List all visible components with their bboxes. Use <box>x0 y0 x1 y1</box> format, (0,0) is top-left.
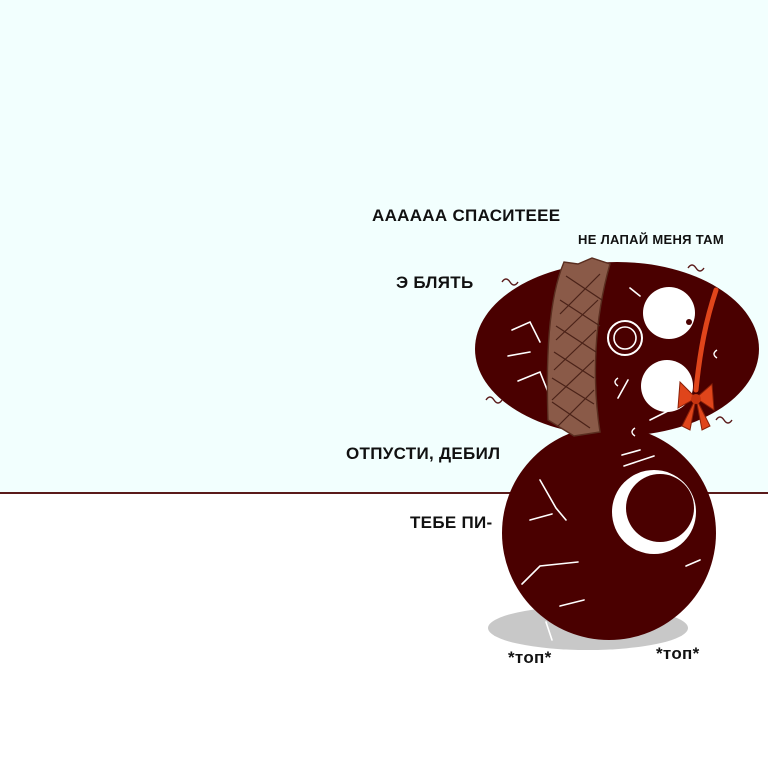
caption-swear: Э БЛЯТЬ <box>396 273 474 292</box>
caption-let-go: ОТПУСТИ, ДЕБИЛ <box>346 444 501 463</box>
bow-icon <box>677 380 715 431</box>
orange-stick <box>693 287 719 393</box>
shake-marks <box>485 264 733 424</box>
rope-strap <box>546 257 611 437</box>
horizon-line <box>0 492 768 494</box>
caption-stomp-left: *топ* <box>508 648 552 667</box>
eye-top <box>643 287 695 339</box>
caption-dont-touch: НЕ ЛАПАЙ МЕНЯ ТАМ <box>578 232 724 247</box>
caption-stomp-right: *топ* <box>656 644 700 663</box>
caption-help: АААААА СПАСИТЕЕЕ <box>372 206 561 225</box>
ring-icon <box>607 320 643 356</box>
caption-you-pi: ТЕБЕ ПИ- <box>410 513 493 532</box>
